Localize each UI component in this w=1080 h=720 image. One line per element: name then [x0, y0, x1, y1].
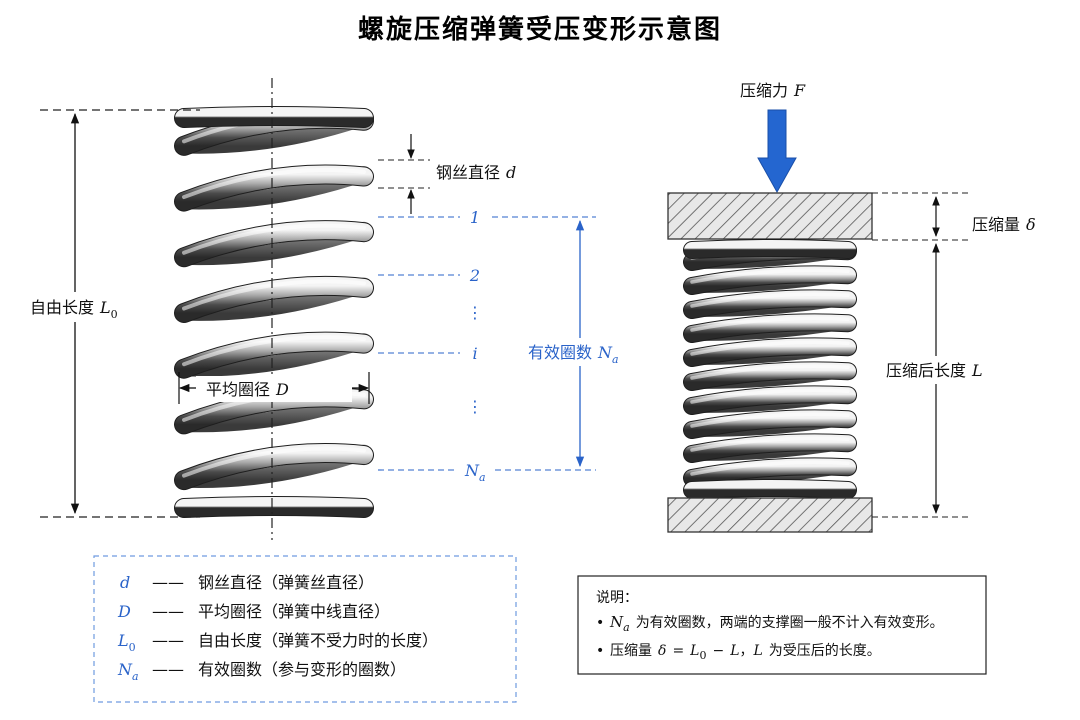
coil-front-strand	[684, 338, 856, 366]
coil-front-strand	[690, 460, 850, 476]
svg-text:•: •	[596, 643, 604, 659]
coil-front-strand	[175, 444, 373, 490]
coil-marker-2: 2	[469, 266, 480, 285]
coil-front-strand	[182, 167, 366, 200]
coil-dots-1: ⋮	[467, 303, 483, 322]
coil-front-strand	[684, 458, 856, 486]
legend-item-Na: Na —— 有效圈数（参与变形的圈数）	[117, 660, 406, 683]
legend-item-D: D —— 平均圈径（弹簧中线直径）	[117, 602, 390, 621]
coil-front-strand	[690, 292, 850, 308]
svg-text:D: D	[117, 602, 131, 621]
coil-front-strand	[690, 340, 850, 356]
svg-text:L0: L0	[117, 631, 136, 654]
coil-front-strand	[182, 279, 366, 311]
coil-front-strand	[690, 316, 850, 332]
coil-front-strand	[690, 388, 850, 404]
coil-front-strand	[175, 276, 373, 322]
coil-marker-1: 1	[470, 208, 480, 227]
legend-item-d: d —— 钢丝直径（弹簧丝直径）	[120, 573, 374, 592]
coil-front-strand	[684, 410, 856, 438]
legend: d —— 钢丝直径（弹簧丝直径） D —— 平均圈径（弹簧中线直径） L0 ——…	[117, 573, 438, 683]
svg-text:•: •	[596, 615, 604, 631]
coil-front-strand	[175, 165, 373, 211]
svg-text:有效圈数（参与变形的圈数）: 有效圈数（参与变形的圈数）	[198, 660, 406, 679]
coil-front-strand	[684, 290, 856, 318]
free-spring	[174, 78, 374, 540]
coil-end-ring	[175, 497, 373, 517]
notes-heading: 说明：	[596, 590, 638, 606]
force-arrow	[757, 109, 797, 194]
coil-end-ring	[684, 480, 856, 498]
coil-front-strand	[690, 412, 850, 428]
coil-markers: 1 2 ⋮ i ⋮ Na	[378, 208, 596, 484]
coil-front-strand	[684, 362, 856, 390]
notes-box	[577, 575, 987, 675]
coil-front-strand	[175, 332, 373, 378]
coil-front-strand	[182, 335, 366, 367]
coil-marker-na: Na	[464, 461, 486, 484]
svg-text:——: ——	[152, 602, 184, 621]
top-plate	[667, 192, 873, 240]
coil-front-strand	[690, 364, 850, 380]
page-title: 螺旋压缩弹簧受压变形示意图	[358, 14, 722, 45]
coil-front-strand	[690, 436, 850, 452]
coil-front-strand	[182, 223, 366, 255]
svg-text:自由长度（弹簧不受力时的长度）: 自由长度（弹簧不受力时的长度）	[198, 631, 438, 650]
coil-front-strand	[175, 221, 373, 267]
svg-text:——: ——	[152, 631, 184, 650]
coil-front-strand	[684, 266, 856, 294]
bottom-plate	[667, 497, 873, 533]
coil-end-ring	[175, 107, 373, 127]
svg-text:平均圈径（弹簧中线直径）: 平均圈径（弹簧中线直径）	[198, 602, 390, 621]
svg-text:d: d	[120, 573, 130, 592]
coil-marker-i: i	[472, 344, 477, 363]
coil-front-strand	[182, 446, 366, 478]
svg-text:——: ——	[152, 660, 184, 679]
svg-text:Na: Na	[117, 660, 139, 683]
coil-front-strand	[684, 434, 856, 462]
coil-end-ring	[684, 240, 856, 258]
compressed-spring	[683, 239, 857, 499]
coil-front-strand	[684, 314, 856, 342]
mean-diameter-bg	[196, 376, 352, 402]
legend-item-L0: L0 —— 自由长度（弹簧不受力时的长度）	[117, 631, 438, 654]
coil-dots-2: ⋮	[467, 397, 483, 416]
svg-text:钢丝直径（弹簧丝直径）: 钢丝直径（弹簧丝直径）	[198, 573, 374, 592]
legend-box	[93, 555, 517, 703]
coil-front-strand	[684, 386, 856, 414]
coil-front-strand	[690, 268, 850, 284]
svg-text:——: ——	[152, 573, 184, 592]
